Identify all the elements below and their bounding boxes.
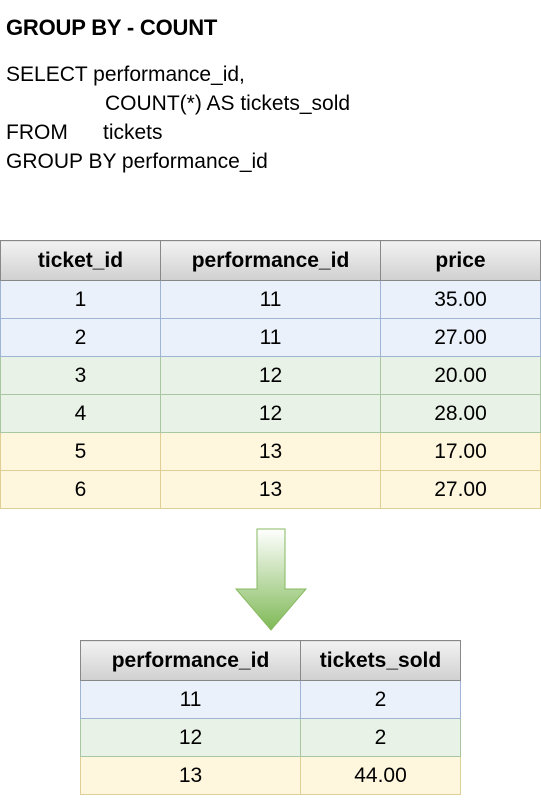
cell-performance-id: 11: [80, 680, 301, 719]
sql-select-line: SELECT performance_id,: [6, 63, 245, 86]
cell-performance-id: 13: [160, 470, 381, 509]
cell-price: 35.00: [380, 280, 541, 319]
column-header-price: price: [380, 240, 541, 281]
sql-from-table: tickets: [103, 121, 163, 144]
sql-from-keyword: FROM: [6, 121, 68, 144]
cell-performance-id: 12: [160, 356, 381, 395]
table-row: 5 13 17.00: [0, 432, 541, 471]
table-row: 4 12 28.00: [0, 394, 541, 433]
cell-ticket-id: 6: [0, 470, 161, 509]
cell-price: 20.00: [380, 356, 541, 395]
source-table: ticket_id performance_id price 1 11 35.0…: [0, 240, 541, 509]
source-header-row: ticket_id performance_id price: [0, 240, 541, 281]
cell-price: 17.00: [380, 432, 541, 471]
table-row: 11 2: [80, 680, 461, 719]
cell-ticket-id: 4: [0, 394, 161, 433]
column-header-ticket-id: ticket_id: [0, 240, 161, 281]
column-header-tickets-sold: tickets_sold: [300, 640, 461, 681]
sql-count-line: COUNT(*) AS tickets_sold: [105, 92, 351, 115]
column-header-performance-id: performance_id: [160, 240, 381, 281]
cell-tickets-sold: 2: [300, 718, 461, 757]
table-row: 3 12 20.00: [0, 356, 541, 395]
down-arrow-icon: [234, 528, 308, 631]
cell-ticket-id: 2: [0, 318, 161, 357]
cell-ticket-id: 1: [0, 280, 161, 319]
table-row: 12 2: [80, 718, 461, 757]
sql-group-by-line: GROUP BY performance_id: [6, 150, 268, 173]
cell-ticket-id: 3: [0, 356, 161, 395]
cell-performance-id: 13: [80, 756, 301, 795]
table-row: 2 11 27.00: [0, 318, 541, 357]
cell-performance-id: 11: [160, 280, 381, 319]
cell-performance-id: 11: [160, 318, 381, 357]
cell-price: 28.00: [380, 394, 541, 433]
cell-tickets-sold: 44.00: [300, 756, 461, 795]
result-header-row: performance_id tickets_sold: [80, 640, 461, 681]
cell-ticket-id: 5: [0, 432, 161, 471]
table-row: 6 13 27.00: [0, 470, 541, 509]
cell-performance-id: 12: [80, 718, 301, 757]
column-header-performance-id: performance_id: [80, 640, 301, 681]
cell-price: 27.00: [380, 318, 541, 357]
page-title: GROUP BY - COUNT: [6, 15, 218, 40]
table-row: 13 44.00: [80, 756, 461, 795]
table-row: 1 11 35.00: [0, 280, 541, 319]
cell-tickets-sold: 2: [300, 680, 461, 719]
cell-performance-id: 13: [160, 432, 381, 471]
cell-performance-id: 12: [160, 394, 381, 433]
result-table: performance_id tickets_sold 11 2 12 2 13…: [80, 640, 461, 795]
cell-price: 27.00: [380, 470, 541, 509]
